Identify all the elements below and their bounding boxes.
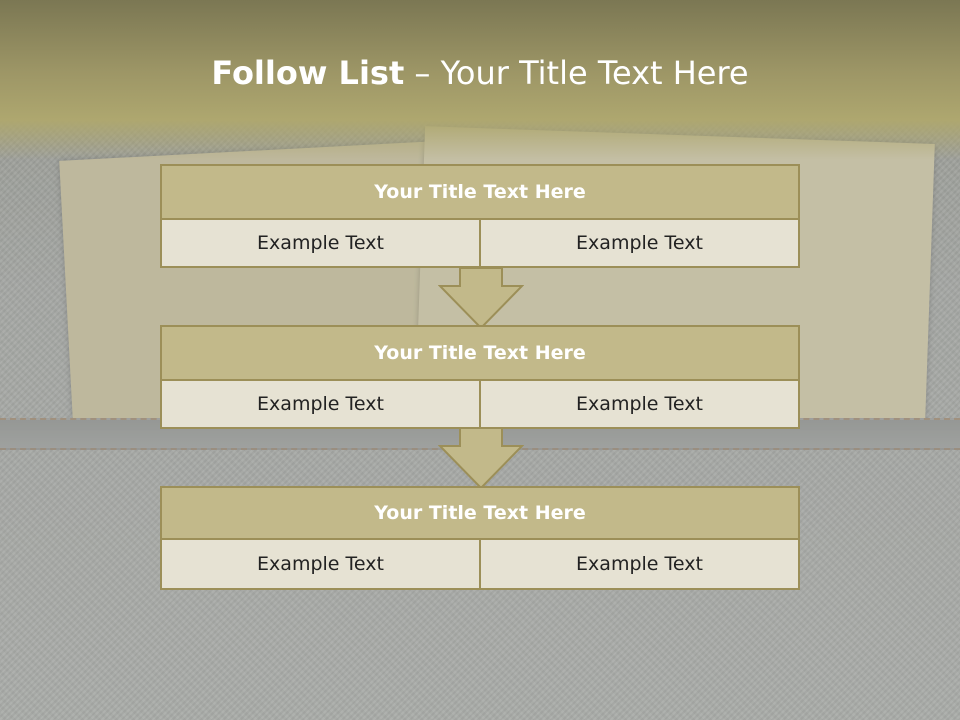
block-cell-right: Example Text — [481, 381, 800, 429]
slide-title-bold: Follow List — [211, 54, 405, 92]
down-arrow-icon — [438, 268, 524, 330]
list-block-3: Your Title Text Here Example Text Exampl… — [160, 486, 800, 590]
block-row: Example Text Example Text — [160, 540, 800, 590]
slide-title: Follow List – Your Title Text Here — [0, 54, 960, 92]
block-row: Example Text Example Text — [160, 381, 800, 429]
block-cell-right: Example Text — [481, 540, 800, 590]
title-band — [0, 0, 960, 160]
block-cell-left: Example Text — [160, 381, 481, 429]
list-block-1: Your Title Text Here Example Text Exampl… — [160, 164, 800, 268]
block-cell-right: Example Text — [481, 220, 800, 268]
block-heading: Your Title Text Here — [160, 325, 800, 381]
slide-title-rest: – Your Title Text Here — [414, 54, 749, 92]
down-arrow-icon — [438, 428, 524, 490]
list-block-2: Your Title Text Here Example Text Exampl… — [160, 325, 800, 429]
block-heading: Your Title Text Here — [160, 486, 800, 540]
block-heading: Your Title Text Here — [160, 164, 800, 220]
block-cell-left: Example Text — [160, 220, 481, 268]
block-cell-left: Example Text — [160, 540, 481, 590]
block-row: Example Text Example Text — [160, 220, 800, 268]
